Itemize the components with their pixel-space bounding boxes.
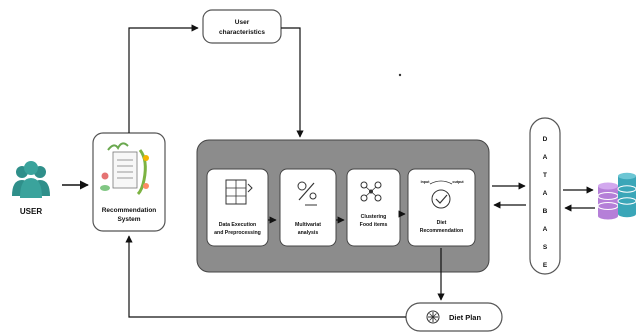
diet-plan-box: Diet Plan [405, 302, 503, 332]
step-diet-recommendation-box: Input output Diet Recommendation [407, 168, 476, 247]
database-letter: T [543, 172, 547, 179]
user-characteristics-box: User characteristics [202, 9, 282, 44]
database-letter: A [543, 154, 548, 161]
recsys-label-line2: System [117, 216, 140, 223]
database-letter: A [543, 190, 548, 197]
arrow-recsys-to-usercharacteristics [128, 24, 199, 133]
clustering-icon [360, 181, 382, 202]
step4-line1: Diet [437, 220, 447, 226]
database-letter: B [543, 208, 548, 215]
database-box: D A T A B A S E [529, 117, 561, 275]
diet-recommendation-icon [429, 180, 453, 209]
step-multivariat-box: Multivariat analysis [279, 168, 337, 247]
user-icon [12, 161, 50, 198]
stray-dot [398, 73, 402, 77]
step4-line2: Recommendation [420, 228, 464, 234]
recommendation-system-box: Recommendation System [92, 132, 166, 232]
data-grid-icon [225, 179, 253, 205]
diet-plan-label: Diet Plan [449, 313, 482, 322]
step1-line1: Data Execution [219, 222, 256, 228]
diet-plan-icon [426, 310, 440, 324]
analysis-icon [297, 181, 317, 206]
step3-line1: Clustering [361, 214, 387, 220]
step2-line2: analysis [298, 230, 319, 236]
user-label: USER [20, 207, 42, 216]
database-letter: A [543, 226, 548, 233]
arrow-dietplan-to-recsys [125, 235, 406, 318]
database-letter: D [543, 136, 548, 143]
step-clustering-box: Clustering Food items [346, 168, 401, 247]
diet-icon-output-label: output [452, 180, 464, 184]
checklist-icon [100, 142, 149, 196]
step3-line2: Food items [360, 222, 388, 228]
recsys-label-line1: Recommendation [102, 207, 157, 214]
database-cylinders-icon [597, 172, 637, 220]
step1-line2: and Preprocessing [214, 230, 261, 236]
diet-icon-input-label: Input [421, 180, 431, 184]
user-characteristics-line2: characteristics [219, 29, 265, 36]
user-characteristics-line1: User [235, 19, 250, 26]
arrow-usercharacteristics-to-pipeline [281, 27, 304, 138]
step-data-execution-box: Data Execution and Preprocessing [206, 168, 269, 247]
database-letter: S [543, 244, 548, 251]
step2-line1: Multivariat [295, 222, 321, 228]
database-letter: E [543, 262, 548, 269]
